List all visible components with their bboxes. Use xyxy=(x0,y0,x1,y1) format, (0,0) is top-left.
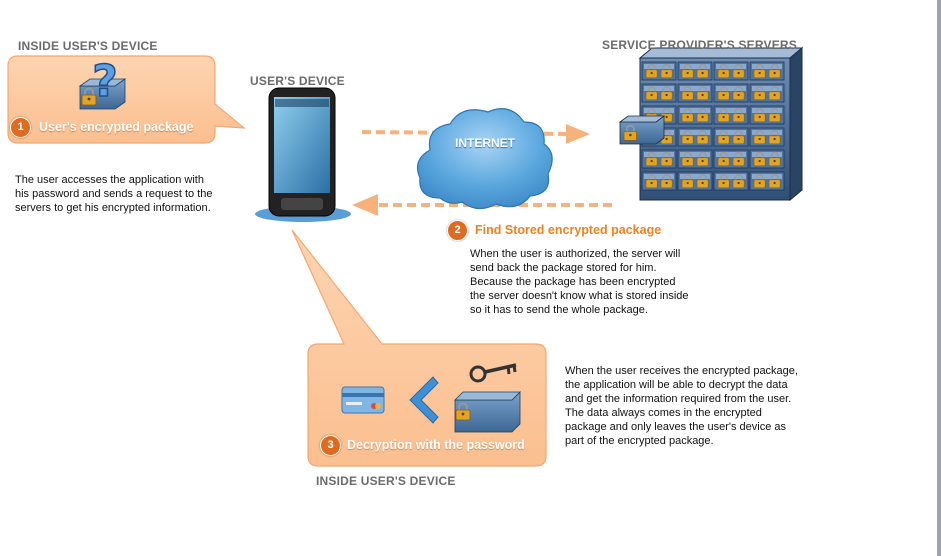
page-edge xyxy=(937,0,941,556)
credit-card-icon xyxy=(341,386,385,414)
question-mark-icon: ? xyxy=(91,55,118,108)
step-3-description: When the user receives the encrypted pac… xyxy=(565,364,798,448)
step-2-description-line: When the user is authorized, the server … xyxy=(470,248,681,260)
locked-package-icon xyxy=(78,78,127,110)
step-2-label: Find Stored encrypted package xyxy=(475,223,662,237)
step-1-label: User's encrypted package xyxy=(39,120,194,134)
key-icon xyxy=(469,363,517,383)
step-2-description-line: so it has to send the whole package. xyxy=(470,304,648,316)
internet-cloud-icon xyxy=(417,108,553,210)
step-3-badge: 3 xyxy=(320,435,341,456)
step-2-description-line: Because the package has been encrypted xyxy=(470,276,676,288)
smartphone-icon xyxy=(255,87,351,222)
step-2-description-line: send back the package stored for him. xyxy=(470,262,657,274)
step-1-description-line: The user accesses the application with xyxy=(15,174,204,186)
step-3-label: Decryption with the password xyxy=(347,438,525,452)
step-3-description-line: and get the information required from th… xyxy=(565,393,792,405)
step-1-description: The user accesses the application with h… xyxy=(15,173,213,215)
step-3-description-line: part of the encrypted package. xyxy=(565,435,714,447)
extracted-package-icon xyxy=(618,115,666,145)
server-rack-icon xyxy=(618,46,804,202)
step-1-description-line: his password and sends a request to the xyxy=(15,188,213,200)
step-3-description-line: package and only leaves the user's devic… xyxy=(565,421,787,433)
heading-service-provider-servers: SERVICE PROVIDER'S SERVERS xyxy=(602,38,798,52)
step-2-description: When the user is authorized, the server … xyxy=(470,247,689,317)
speech-bubble-1 xyxy=(7,55,246,144)
heading-inside-device-bottom: INSIDE USER'S DEVICE xyxy=(316,474,456,488)
step-1-description-line: servers to get his encrypted information… xyxy=(15,202,211,214)
heading-users-device: USER'S DEVICE xyxy=(250,74,345,88)
step-1-badge: 1 xyxy=(10,117,31,138)
heading-inside-device-top: INSIDE USER'S DEVICE xyxy=(18,39,158,53)
step-3-description-line: the application will be able to decrypt … xyxy=(565,379,788,391)
step-2-badge: 2 xyxy=(447,220,468,241)
step-3-description-line: The data always comes in the encrypted xyxy=(565,407,762,419)
chevron-left-icon xyxy=(409,376,439,424)
internet-label: INTERNET xyxy=(455,136,515,150)
step-3-description-line: When the user receives the encrypted pac… xyxy=(565,365,798,377)
step-2-description-line: the server doesn't know what is stored i… xyxy=(470,290,689,302)
locked-package-icon-2 xyxy=(454,391,521,433)
svg-text:?: ? xyxy=(92,56,118,107)
